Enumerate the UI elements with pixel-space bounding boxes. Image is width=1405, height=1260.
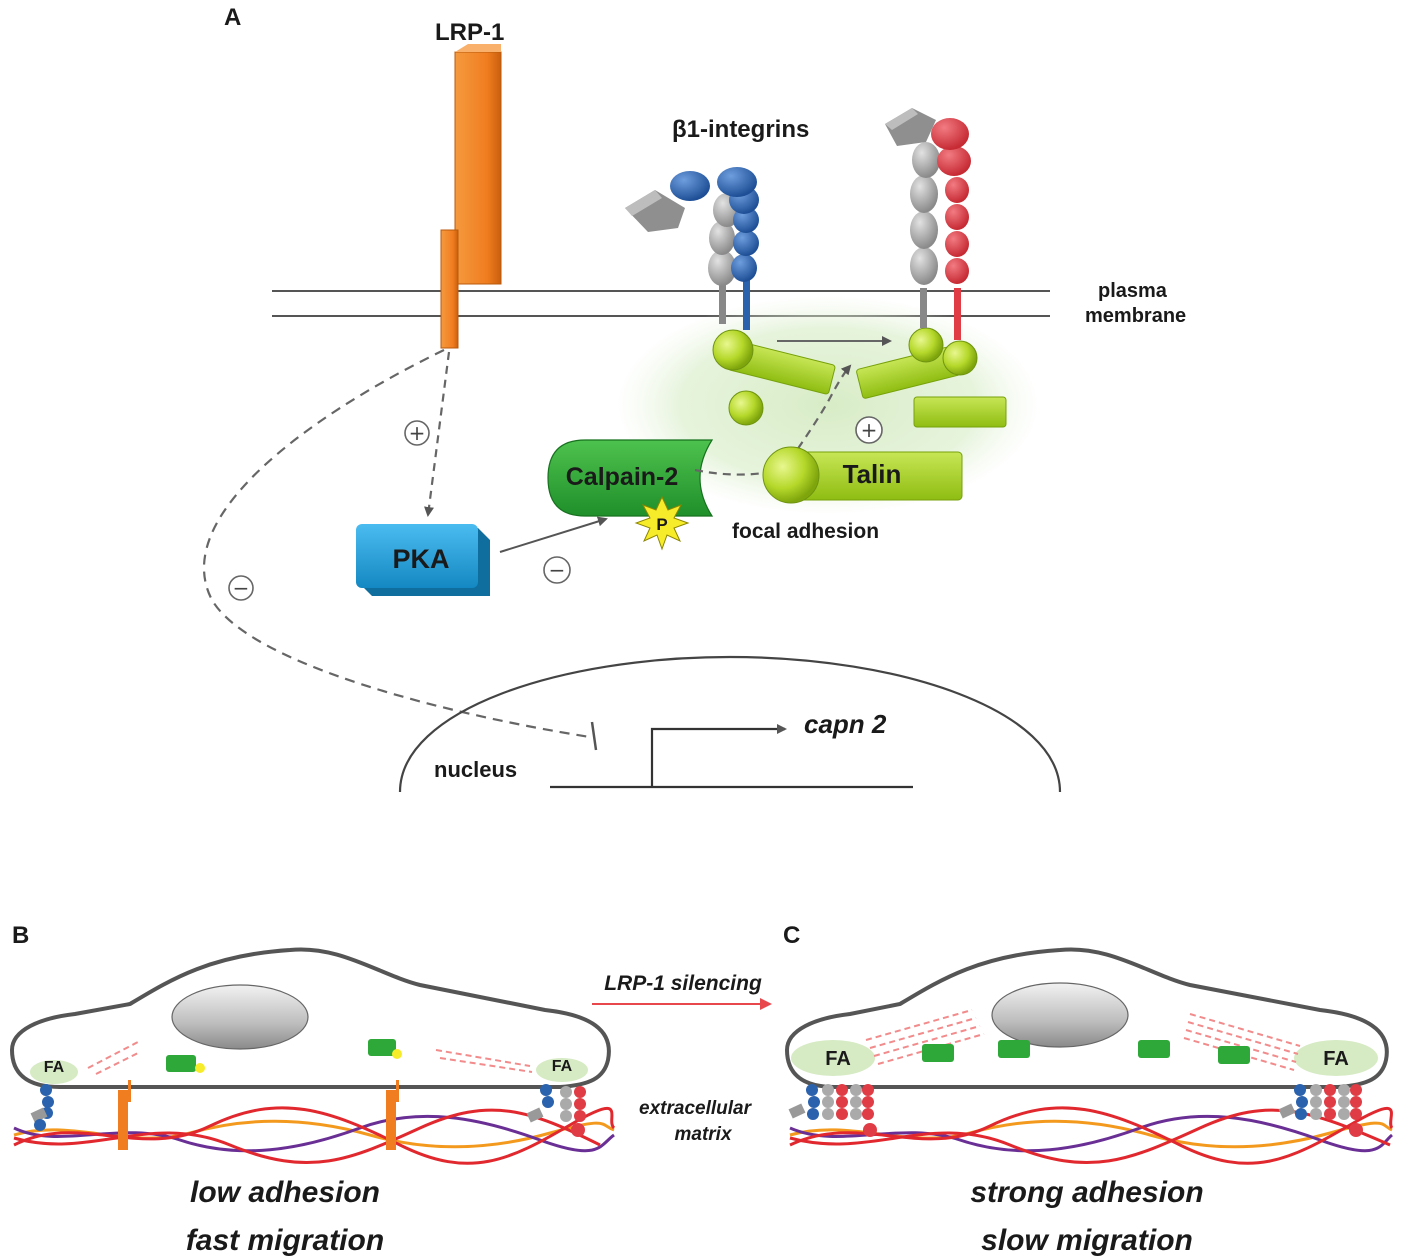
plus-sign-talin: +: [855, 416, 883, 444]
fa-label-b-right: FA: [552, 1058, 573, 1075]
svg-text:+: +: [861, 418, 878, 442]
calpain2-label: Calpain-2: [566, 463, 679, 491]
nucleus-membrane: [398, 655, 1062, 793]
ecm-label-line1: extracellular: [639, 1098, 753, 1119]
pka-to-calpain-arrow: [499, 516, 608, 553]
cell-nucleus-c: [991, 982, 1129, 1048]
focal-adhesion-label: focal adhesion: [732, 520, 879, 543]
calpain-small-c: [922, 1040, 1250, 1064]
talin-activation-arrow: [789, 364, 852, 461]
calpain2-protein: Calpain-2: [547, 439, 714, 517]
integrins-label: β1-integrins: [672, 116, 809, 143]
svg-text:−: −: [233, 576, 250, 600]
talin-label: Talin: [843, 459, 902, 489]
panel-c-cell: FA FA: [784, 947, 1394, 1165]
lrp1-receptor: [440, 44, 502, 349]
inhibition-bar: [590, 721, 598, 751]
lrp1-label: LRP-1: [435, 19, 504, 46]
calpain-to-talin-cleavage: [694, 468, 771, 476]
panel-b-caption-line1: low adhesion: [190, 1176, 380, 1209]
ecm-label-line2: matrix: [674, 1124, 732, 1145]
pka-label: PKA: [392, 544, 449, 574]
cell-nucleus-b: [171, 984, 309, 1050]
svg-text:−: −: [549, 558, 566, 582]
lrp1-to-pka-arrow: [424, 351, 451, 517]
integrin-inactive: [625, 167, 759, 330]
lrp1-silencing-label: LRP-1 silencing: [604, 972, 762, 995]
fa-label-b-left: FA: [44, 1059, 65, 1076]
plus-sign-pka: +: [404, 420, 430, 446]
minus-sign-calpain: −: [543, 556, 571, 584]
panel-c-caption-line2: slow migration: [981, 1224, 1193, 1257]
panel-a-label: A: [224, 4, 241, 31]
panel-c-label: C: [783, 922, 800, 949]
fa-label-c-right: FA: [1323, 1048, 1349, 1070]
panel-b-caption-line2: fast migration: [186, 1224, 384, 1257]
talin-protein: Talin: [762, 446, 963, 504]
panel-b-label: B: [12, 922, 29, 949]
svg-text:+: +: [409, 421, 426, 445]
panel-b-cell: FA FA: [9, 947, 616, 1165]
transcription-start-arrow: [650, 724, 787, 787]
pka-box: PKA: [356, 524, 490, 596]
cell-outline-b: [9, 947, 611, 1089]
panel-c-caption-line1: strong adhesion: [970, 1176, 1203, 1209]
calpain-small-b: [166, 1039, 402, 1073]
ecm-fibers-b: [13, 1106, 616, 1165]
svg-text:P: P: [656, 515, 667, 534]
talin-fragments: [712, 327, 1007, 428]
capn2-gene-label: capn 2: [804, 709, 887, 739]
minus-sign-nucleus: −: [228, 575, 254, 601]
lrp1-to-nucleus-inhibition: [202, 349, 591, 739]
integrin-active: [885, 108, 971, 340]
membrane-label-line2: membrane: [1085, 305, 1186, 327]
membrane-label-line1: plasma: [1098, 280, 1168, 302]
nucleus-label: nucleus: [434, 757, 517, 782]
fa-label-c-left: FA: [825, 1048, 851, 1070]
phosphorylation-star: P: [634, 495, 690, 551]
